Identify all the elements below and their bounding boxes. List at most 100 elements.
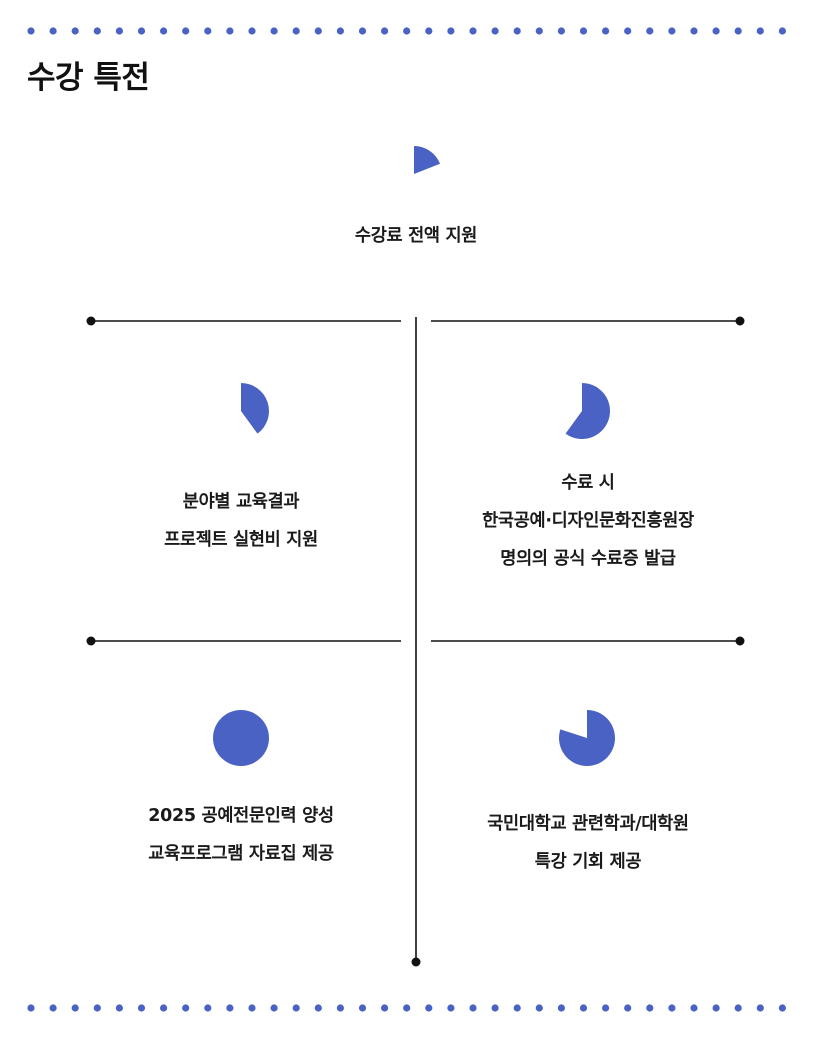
- border-dot: [71, 27, 79, 35]
- border-dot: [292, 1004, 300, 1012]
- border-dot: [734, 1004, 742, 1012]
- border-dot: [690, 27, 698, 35]
- border-dot: [469, 27, 477, 35]
- connector-dot-middle-right: [735, 636, 745, 646]
- pie-slice: [213, 710, 269, 766]
- border-dot: [469, 1004, 477, 1012]
- border-dot: [690, 1004, 698, 1012]
- border-dot: [248, 27, 256, 35]
- bottom-dotted-border: [27, 1004, 787, 1012]
- border-dot: [182, 1004, 190, 1012]
- border-dot: [226, 1004, 234, 1012]
- border-dot: [557, 1004, 566, 1012]
- border-dot: [27, 1004, 35, 1012]
- pie-slice: [241, 383, 269, 434]
- border-dot: [646, 1004, 654, 1012]
- border-dot: [226, 27, 234, 35]
- border-dot: [447, 1004, 455, 1012]
- pie-icon-materials: [213, 710, 269, 766]
- border-dot: [579, 27, 588, 35]
- caption-line: 교육프로그램 자료집 제공: [148, 844, 334, 864]
- border-dot: [292, 27, 300, 35]
- pie-icon-university: [559, 710, 616, 766]
- border-dot: [403, 1004, 411, 1012]
- border-dot: [624, 1004, 632, 1012]
- border-dot: [358, 27, 367, 35]
- caption-line: 분야별 교육결과: [182, 492, 300, 512]
- top-dotted-border: [27, 27, 787, 35]
- caption-line: 수강료 전액 지원: [354, 226, 478, 246]
- page-title: 수강 특전: [27, 60, 150, 96]
- caption-line: 2025 공예전문인력 양성: [148, 806, 334, 826]
- border-dot: [513, 1004, 521, 1012]
- border-dot: [491, 1004, 499, 1012]
- border-dot: [535, 27, 543, 35]
- border-dot: [93, 1004, 101, 1012]
- border-dot: [115, 1004, 123, 1012]
- border-dot: [49, 1004, 57, 1012]
- pie-slice: [559, 710, 616, 766]
- border-dot: [491, 27, 499, 35]
- border-dot: [160, 27, 168, 35]
- border-dot: [137, 27, 146, 35]
- border-dot: [712, 1004, 720, 1012]
- connector-dot-bottom: [411, 957, 421, 967]
- border-dot: [71, 1004, 79, 1012]
- caption-line: 한국공예·디자인문화진흥원장: [482, 511, 694, 531]
- border-dot: [160, 1004, 168, 1012]
- pie-slice: [565, 383, 611, 439]
- caption-line: 명의의 공식 수료증 발급: [500, 549, 676, 569]
- connector-dot-top-left: [86, 316, 96, 326]
- border-dot: [646, 27, 654, 35]
- border-dot: [27, 27, 35, 35]
- border-dot: [381, 27, 389, 35]
- border-dot: [270, 1004, 278, 1012]
- border-dot: [248, 1004, 256, 1012]
- caption-line: 특강 기회 제공: [534, 852, 642, 872]
- border-dot: [668, 27, 676, 35]
- border-dot: [49, 27, 57, 35]
- border-dot: [182, 27, 190, 35]
- border-dot: [579, 1004, 588, 1012]
- border-dot: [314, 27, 322, 35]
- border-dot: [204, 1004, 212, 1012]
- pie-icon-tuition: [414, 146, 441, 174]
- border-dot: [602, 1004, 610, 1012]
- border-dot: [93, 27, 101, 35]
- connector-dot-top-right: [735, 316, 745, 326]
- border-dot: [358, 1004, 367, 1012]
- border-dot: [137, 1004, 146, 1012]
- benefit-caption-tuition: 수강료 전액 지원: [216, 217, 616, 255]
- pie-slice: [414, 146, 441, 174]
- border-dot: [447, 27, 455, 35]
- border-dot: [336, 27, 344, 35]
- connector-dot-middle-left: [86, 636, 96, 646]
- border-dot: [557, 27, 566, 35]
- pie-icon-project: [241, 383, 269, 434]
- border-dot: [778, 27, 787, 35]
- border-dot: [381, 1004, 389, 1012]
- border-dot: [778, 1004, 787, 1012]
- border-dot: [115, 27, 123, 35]
- border-dot: [336, 1004, 344, 1012]
- border-dot: [270, 27, 278, 35]
- border-dot: [535, 1004, 543, 1012]
- border-dot: [425, 27, 433, 35]
- border-dot: [425, 1004, 433, 1012]
- border-dot: [513, 27, 521, 35]
- border-dot: [314, 1004, 322, 1012]
- caption-line: 프로젝트 실현비 지원: [164, 530, 318, 550]
- border-dot: [756, 27, 764, 35]
- border-dot: [712, 27, 720, 35]
- border-dot: [204, 27, 212, 35]
- border-dot: [668, 1004, 676, 1012]
- caption-line: 국민대학교 관련학과/대학원: [487, 814, 689, 834]
- pie-icon-certificate: [565, 383, 611, 439]
- caption-line: 수료 시: [561, 473, 615, 493]
